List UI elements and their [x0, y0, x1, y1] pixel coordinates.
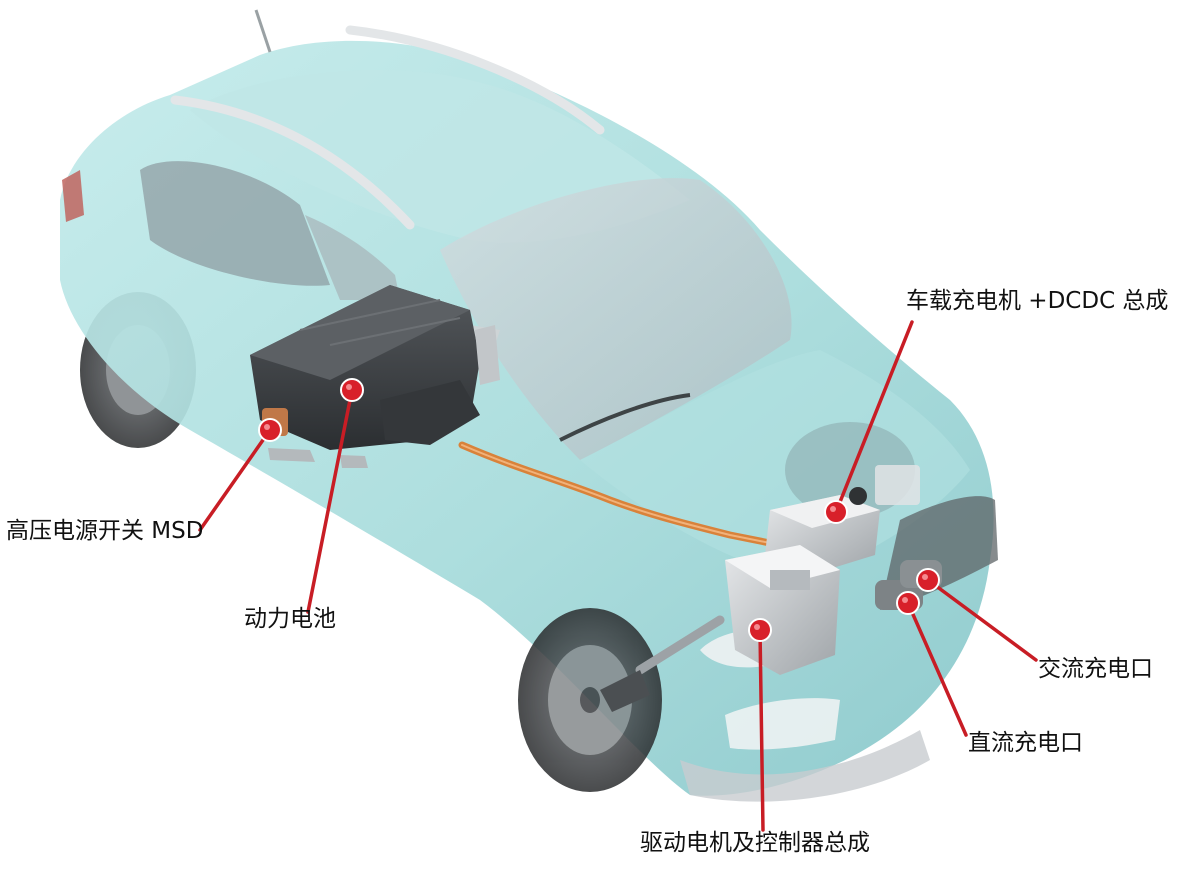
- front-wheel: [518, 608, 662, 792]
- marker-ac-port: [916, 568, 940, 592]
- marker-obc: [824, 500, 848, 524]
- label-battery: 动力电池: [244, 606, 336, 632]
- label-ac-port: 交流充电口: [1038, 656, 1153, 682]
- marker-motor: [748, 618, 772, 642]
- label-motor: 驱动电机及控制器总成: [640, 830, 870, 856]
- callout-markers: [258, 378, 940, 642]
- label-dc-port: 直流充电口: [968, 730, 1083, 756]
- marker-dc-port: [896, 591, 920, 615]
- marker-msd: [258, 418, 282, 442]
- label-msd: 高压电源开关 MSD: [6, 518, 204, 544]
- marker-battery: [340, 378, 364, 402]
- drive-motor-assembly: [600, 545, 840, 712]
- leader-lines: [198, 320, 1038, 832]
- label-obc-dcdc: 车载充电机 +DCDC 总成: [906, 288, 1169, 314]
- battery-pack: [250, 285, 500, 468]
